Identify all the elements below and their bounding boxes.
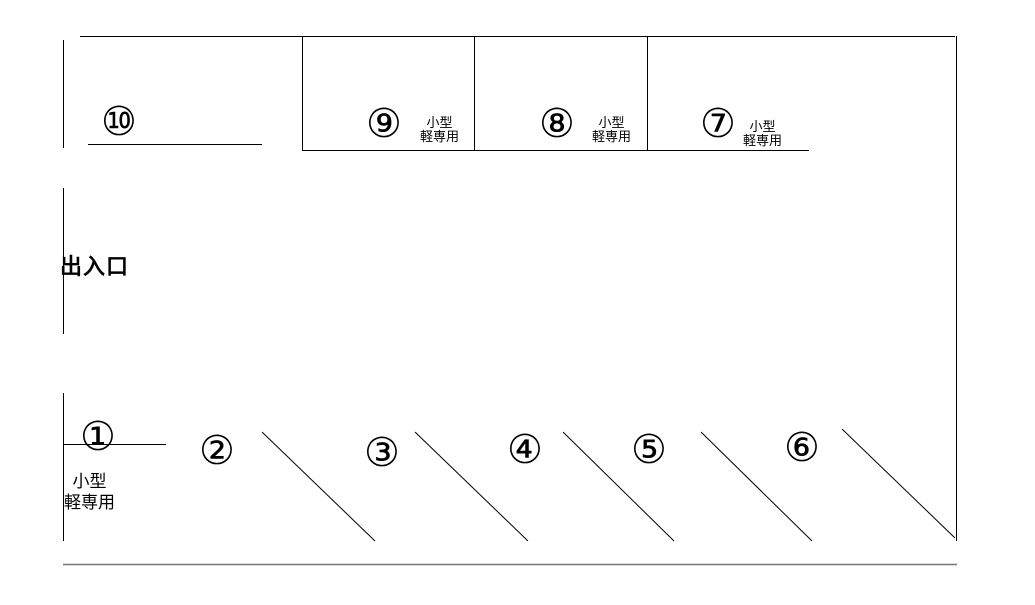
space-1-number: ①: [80, 414, 116, 460]
space-8-number: ⑧: [539, 101, 575, 147]
diagonal-divider-2: [414, 431, 529, 542]
space-7-note-line1: 小型: [749, 120, 776, 135]
space-8-note-line2: 軽専用: [592, 129, 632, 145]
space-6-number: ⑥: [784, 425, 820, 471]
space-5-number: ⑤: [631, 427, 667, 473]
space-2-number: ②: [199, 428, 235, 474]
space-9-number: ⑨: [366, 101, 402, 147]
entrance-label: 出入口: [60, 255, 130, 280]
diagonal-divider-1: [261, 431, 376, 542]
space-4-number: ④: [507, 427, 543, 473]
space-9-note: 小型 軽専用: [420, 117, 459, 144]
space-3-number: ③: [364, 430, 400, 476]
diagonal-divider-3: [562, 431, 675, 542]
space-1-note: 小型 軽専用: [64, 472, 115, 515]
diagonal-divider-4: [700, 431, 813, 542]
space-7-note: 小型 軽専用: [743, 121, 782, 148]
space-8-note: 小型 軽専用: [592, 117, 631, 144]
space-7-number: ⑦: [700, 101, 736, 147]
space-9-note-line1: 小型: [426, 116, 453, 131]
space-7-note-line2: 軽専用: [743, 133, 783, 149]
diagonal-divider-5: [841, 428, 956, 539]
space-10-number: ⑩: [101, 99, 137, 145]
space-1-note-line1: 小型: [72, 472, 107, 492]
space-8-note-line1: 小型: [598, 116, 625, 131]
space-1-note-line2: 軽専用: [64, 493, 115, 514]
space-9-note-line2: 軽専用: [420, 129, 460, 145]
